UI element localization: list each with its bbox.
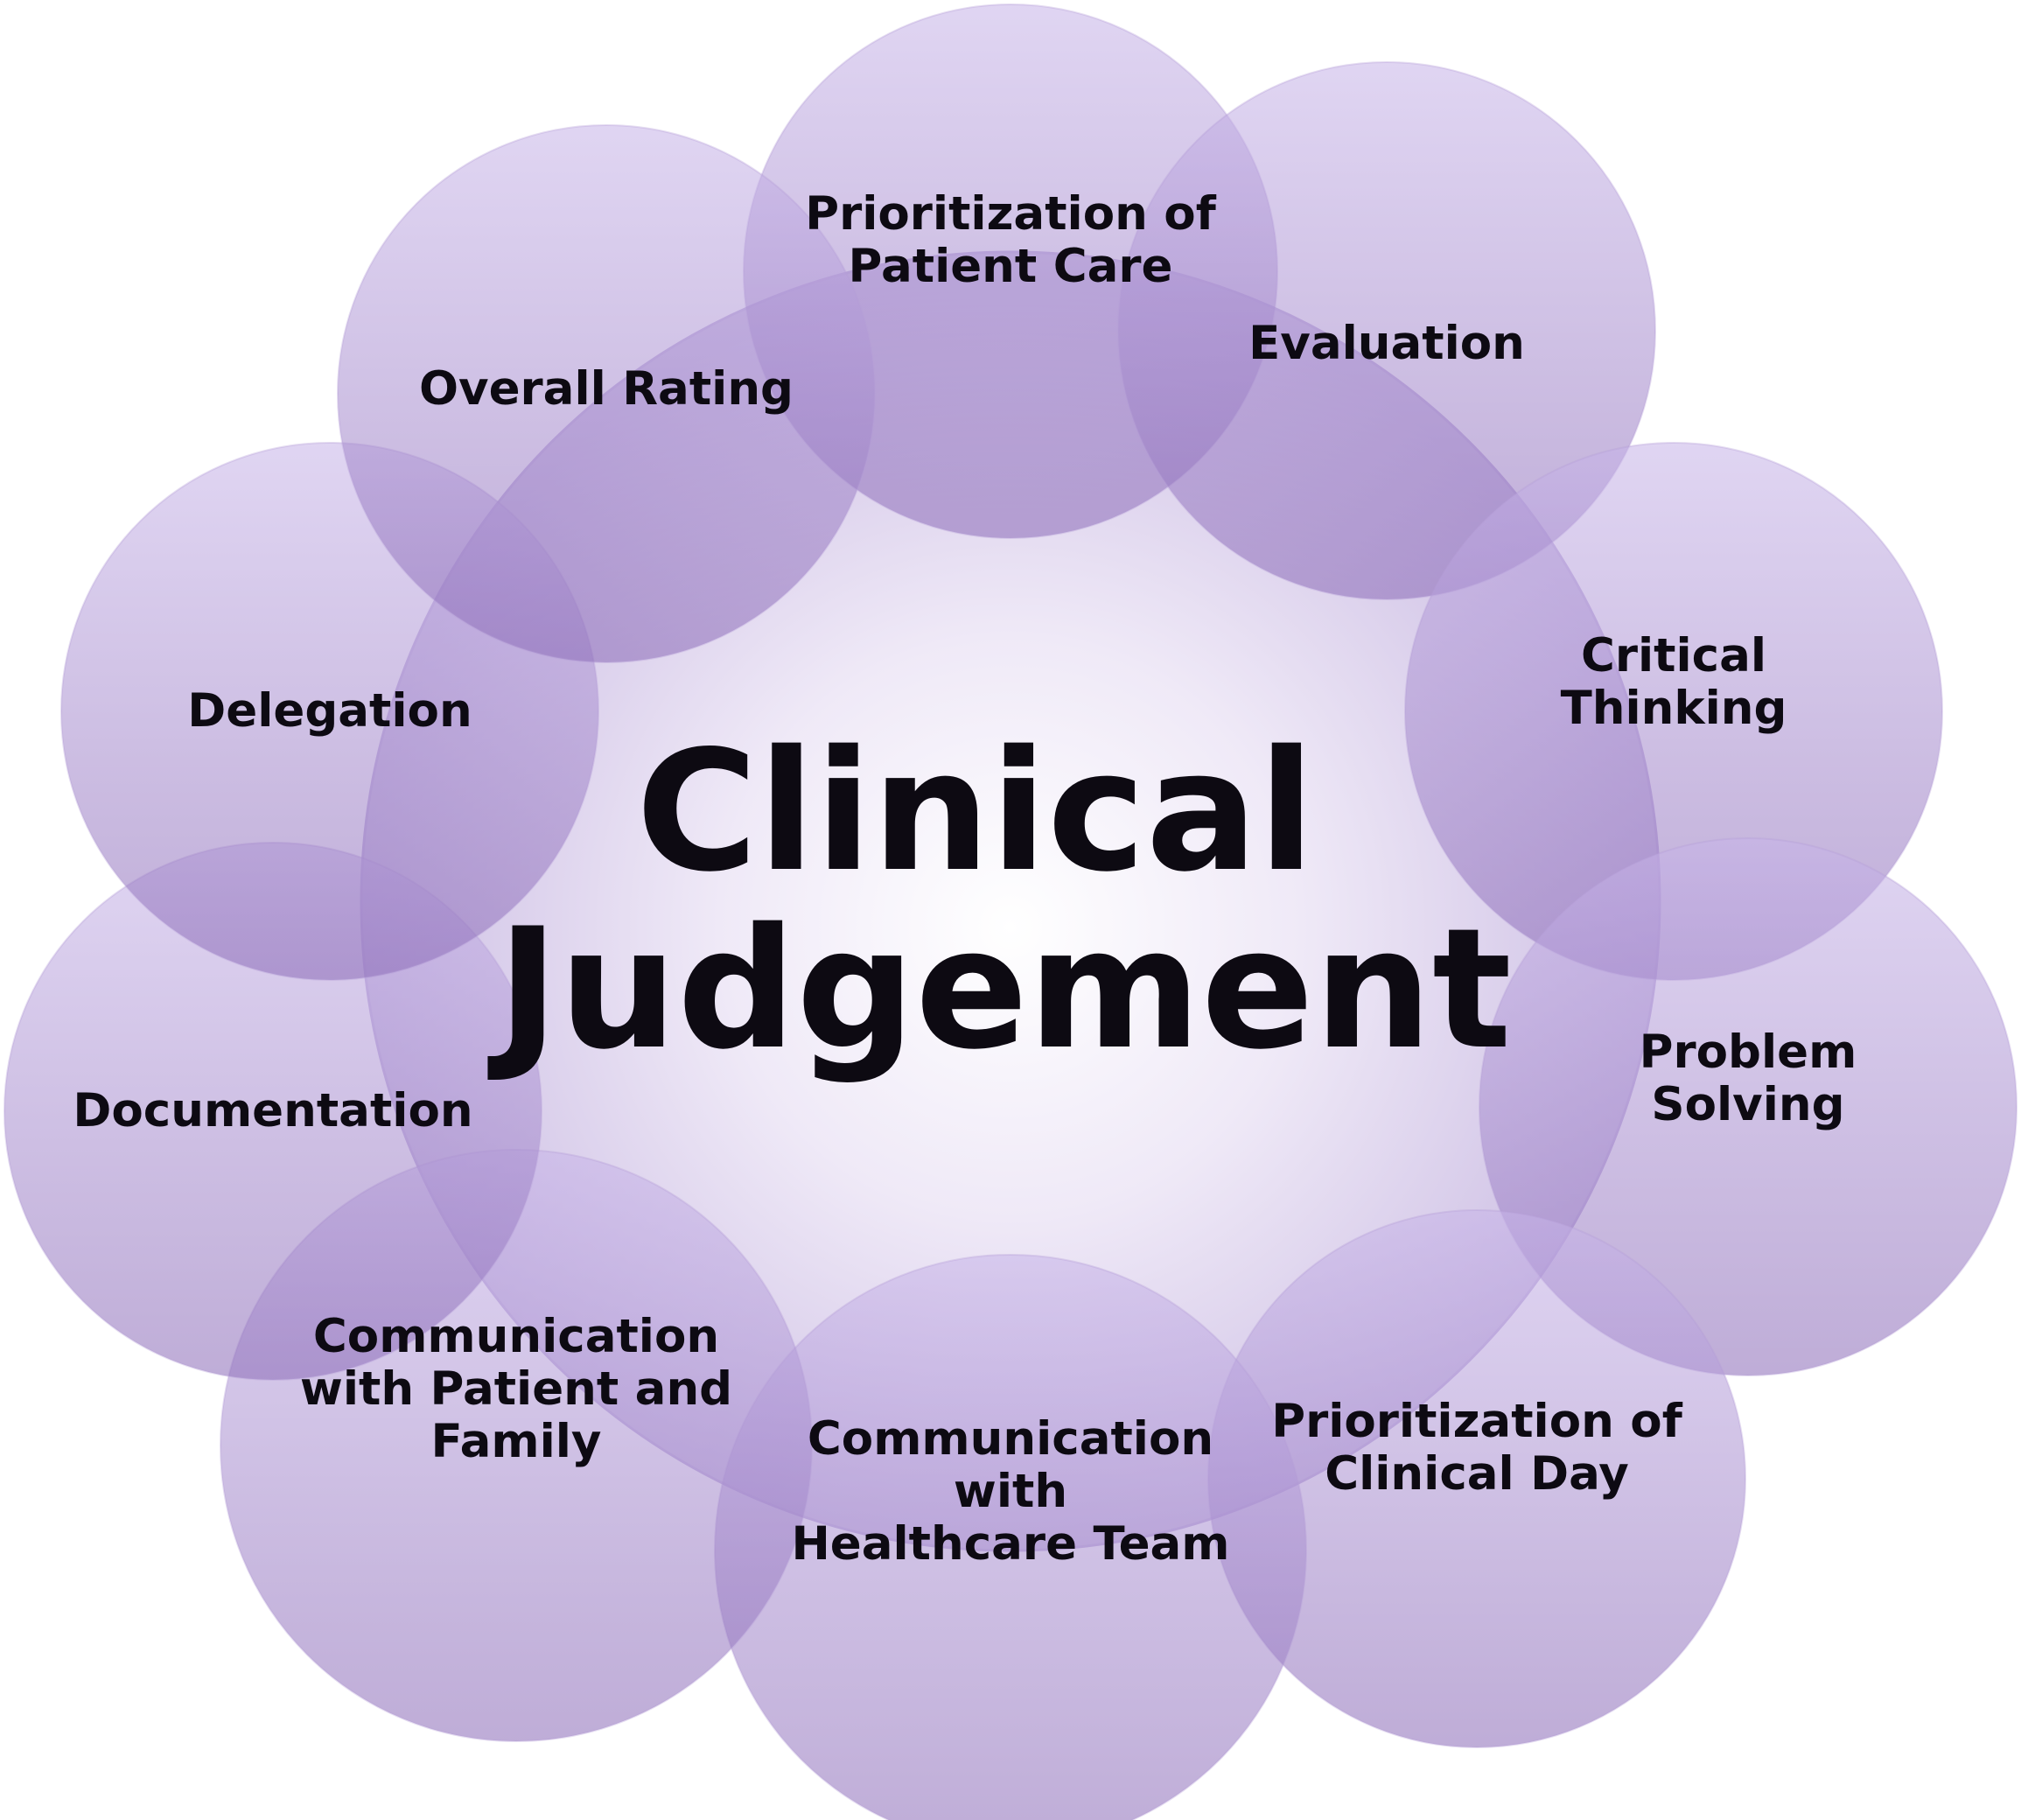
node-label-overall-rating-line-1: Overall Rating [419, 362, 794, 416]
node-circle-evaluation [1117, 61, 1656, 600]
node-label-delegation-line-1: Delegation [187, 684, 472, 738]
node-label-prioritization-clinical-day-line-1: Prioritization of [1271, 1395, 1682, 1448]
node-label-problem-solving-line-1: Problem [1640, 1026, 1857, 1079]
node-label-communication-healthcare-team-line-1: Communication [808, 1412, 1213, 1466]
node-circle-problem-solving [1479, 837, 2018, 1376]
node-label-prioritization-clinical-day-line-2: Clinical Day [1325, 1447, 1629, 1501]
node-label-documentation-line-1: Documentation [73, 1084, 472, 1138]
node-label-critical-thinking-line-1: Critical [1581, 629, 1766, 682]
node-label-documentation: Documentation [73, 1084, 472, 1138]
nodes-group [3, 4, 2018, 1820]
hub-label: Clinical Judgement [487, 715, 1512, 1086]
node-label-prioritization-patient-care-line-1: Prioritization of [805, 187, 1216, 241]
node-label-problem-solving-line-2: Solving [1651, 1078, 1844, 1131]
node-label-communication-patient-family-line-1: Communication [313, 1310, 719, 1363]
node-label-communication-patient-family-line-2: with Patient and [300, 1362, 732, 1416]
hub-label-line-1: Clinical [636, 715, 1315, 908]
node-label-overall-rating: Overall Rating [419, 362, 794, 416]
node-label-evaluation: Evaluation [1248, 317, 1525, 370]
hub-label-line-2: Judgement [487, 892, 1512, 1086]
node-label-prioritization-patient-care-line-2: Patient Care [849, 240, 1173, 293]
node-label-communication-patient-family-line-3: Family [431, 1415, 602, 1468]
node-label-communication-healthcare-team-line-3: Healthcare Team [791, 1517, 1229, 1571]
node-circle-overall-rating [337, 124, 876, 663]
node-label-communication-healthcare-team-line-2: with [954, 1465, 1067, 1518]
node-label-delegation: Delegation [187, 684, 472, 738]
node-label-critical-thinking-line-2: Thinking [1561, 682, 1787, 735]
node-label-evaluation-line-1: Evaluation [1248, 317, 1525, 370]
